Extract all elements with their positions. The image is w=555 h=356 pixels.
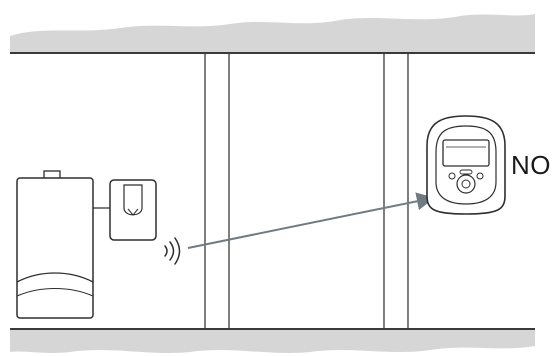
receiver-unit-icon bbox=[109, 179, 157, 241]
wall-1 bbox=[204, 53, 230, 329]
boiler-icon bbox=[16, 170, 94, 319]
room-thermostat-icon bbox=[426, 115, 506, 215]
wireless-signal-icon bbox=[164, 237, 181, 265]
floor-slab bbox=[10, 330, 535, 353]
status-label: NO bbox=[511, 150, 551, 180]
ceiling-slab bbox=[10, 14, 535, 52]
wall-2 bbox=[383, 53, 409, 329]
signal-arrow bbox=[187, 192, 435, 249]
